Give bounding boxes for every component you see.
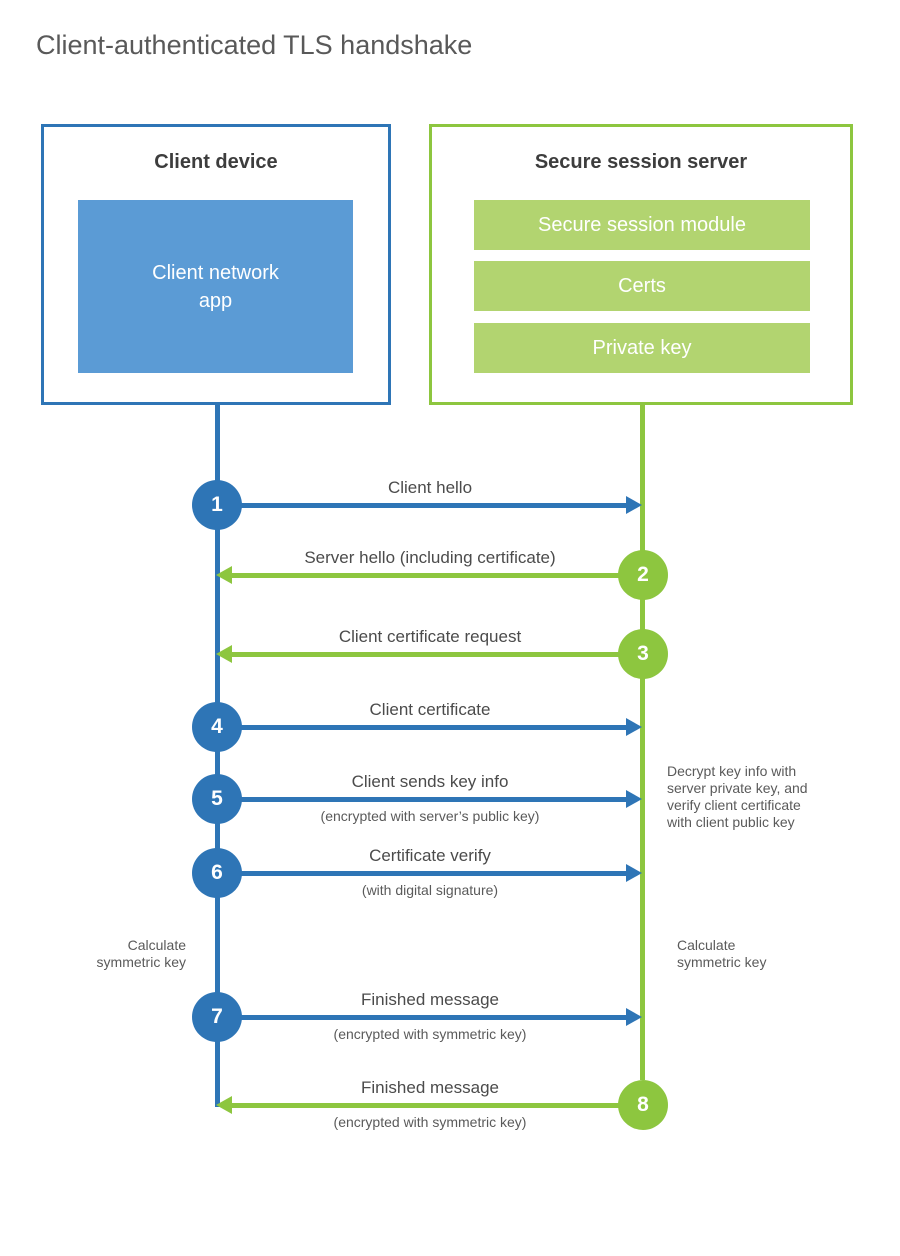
arrow-right-icon bbox=[626, 1008, 642, 1026]
server-module-certs: Certs bbox=[474, 261, 810, 311]
step-badge: 7 bbox=[192, 992, 242, 1042]
step-badge: 8 bbox=[618, 1080, 668, 1130]
arrow-line bbox=[217, 797, 627, 802]
client-device-box: Client device Client network app bbox=[41, 124, 391, 405]
message-sublabel: (encrypted with server’s public key) bbox=[320, 808, 540, 824]
secure-session-server-box: Secure session server Secure session mod… bbox=[429, 124, 853, 405]
message-label: Client sends key info bbox=[351, 772, 509, 791]
arrow-line bbox=[231, 1103, 643, 1108]
step-badge: 5 bbox=[192, 774, 242, 824]
message-sublabel: (encrypted with symmetric key) bbox=[333, 1114, 527, 1130]
message-label: Server hello (including certificate) bbox=[304, 548, 556, 567]
page-title: Client-authenticated TLS handshake bbox=[36, 30, 473, 60]
message-sublabel: (with digital signature) bbox=[361, 882, 499, 898]
note-decrypt-key-info: Decrypt key info with server private key… bbox=[667, 763, 808, 830]
arrow-line bbox=[217, 871, 627, 876]
arrow-right-icon bbox=[626, 864, 642, 882]
step-badge: 1 bbox=[192, 480, 242, 530]
client-network-app-box: Client network app bbox=[78, 200, 353, 373]
step-badge: 3 bbox=[618, 629, 668, 679]
note-calculate-symmetric-key-client: Calculate symmetric key bbox=[96, 937, 186, 970]
server-lifeline bbox=[640, 404, 645, 1080]
arrow-left-icon bbox=[216, 645, 232, 663]
message-label: Client certificate request bbox=[338, 627, 522, 646]
arrow-right-icon bbox=[626, 496, 642, 514]
message-label: Client certificate bbox=[369, 700, 491, 719]
arrow-line bbox=[231, 573, 643, 578]
step-badge: 4 bbox=[192, 702, 242, 752]
arrow-line bbox=[217, 725, 627, 730]
arrow-line bbox=[231, 652, 643, 657]
secure-session-server-title: Secure session server bbox=[534, 151, 748, 173]
client-lifeline bbox=[215, 404, 220, 1107]
server-module-private-key: Private key bbox=[474, 323, 810, 373]
step-badge: 6 bbox=[192, 848, 242, 898]
note-calculate-symmetric-key-server: Calculate symmetric key bbox=[677, 937, 767, 970]
message-label: Client hello bbox=[387, 478, 473, 497]
message-label: Finished message bbox=[361, 1078, 499, 1097]
arrow-line bbox=[217, 503, 627, 508]
arrow-left-icon bbox=[216, 1096, 232, 1114]
step-badge: 2 bbox=[618, 550, 668, 600]
arrow-right-icon bbox=[626, 790, 642, 808]
client-device-title: Client device bbox=[154, 151, 278, 173]
arrow-left-icon bbox=[216, 566, 232, 584]
server-module-secure-session: Secure session module bbox=[474, 200, 810, 250]
message-label: Certificate verify bbox=[369, 846, 491, 865]
message-sublabel: (encrypted with symmetric key) bbox=[333, 1026, 527, 1042]
arrow-line bbox=[217, 1015, 627, 1020]
arrow-right-icon bbox=[626, 718, 642, 736]
message-label: Finished message bbox=[361, 990, 499, 1009]
